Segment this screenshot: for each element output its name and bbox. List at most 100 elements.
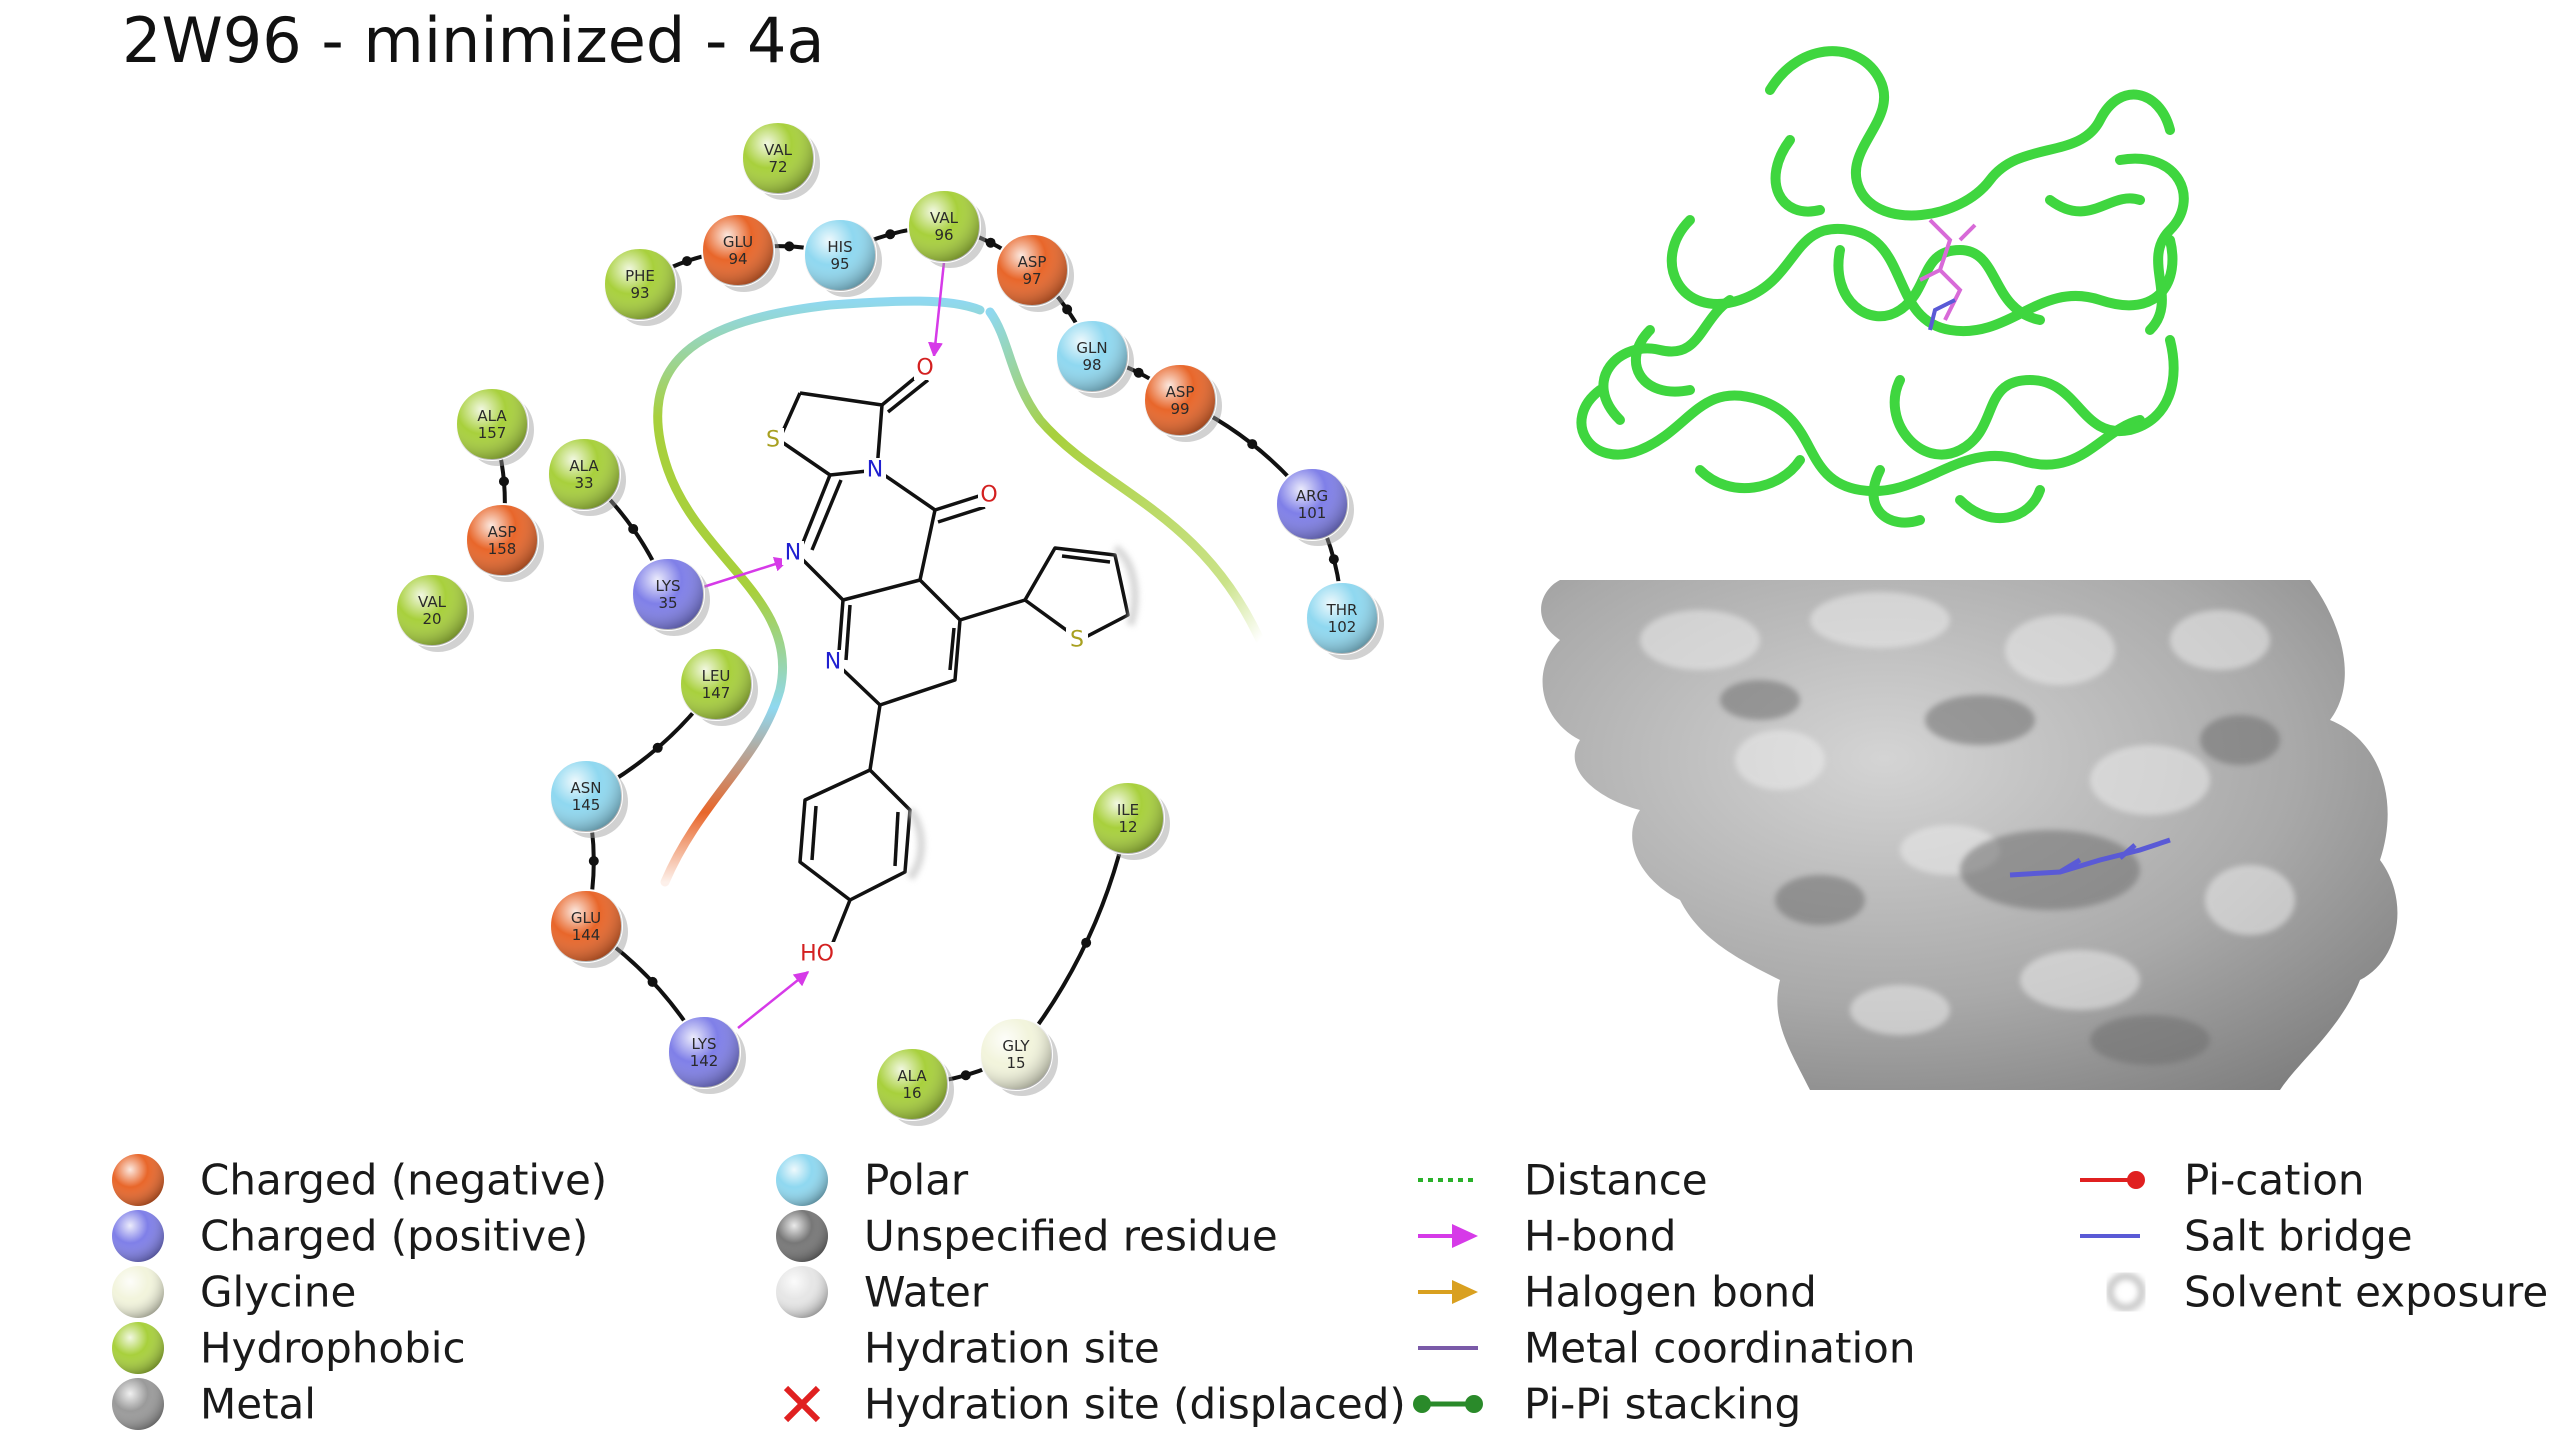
residue-shade	[396, 574, 468, 646]
chain-dot	[588, 856, 599, 866]
residue-shade	[680, 648, 752, 720]
atom-o-top: O	[916, 356, 933, 381]
legend-icon	[776, 1266, 828, 1318]
legend-label: Metal coordination	[1524, 1324, 1915, 1373]
residue-shade	[876, 1048, 948, 1120]
legend-sphere-shade	[112, 1266, 164, 1318]
residue-shade	[1306, 582, 1378, 654]
legend-icon	[1418, 1280, 1478, 1304]
chain-dot	[1133, 367, 1144, 378]
residue-shade	[980, 1018, 1052, 1090]
atom-s-ring: S	[766, 428, 780, 453]
residue-number: 101	[1298, 504, 1327, 522]
residue-name: VAL	[418, 593, 447, 611]
legend-label: Pi-cation	[2184, 1156, 2365, 1205]
hbond-arrows	[699, 261, 946, 1029]
hbond-lys35	[699, 556, 790, 590]
legend-arrow-head	[1452, 1280, 1478, 1304]
legend-sphere-shade	[112, 1210, 164, 1262]
legend-label: Charged (negative)	[200, 1156, 607, 1205]
residue-name: GLN	[1076, 339, 1107, 357]
legend-sphere-shade	[112, 1378, 164, 1430]
residue-shade	[550, 760, 622, 832]
legend-label: Hydrophobic	[200, 1324, 466, 1373]
residue-shade	[466, 504, 538, 576]
residue-number: 95	[830, 255, 849, 273]
protein-ribbon-image	[1576, 46, 2189, 528]
residue-number: 144	[572, 926, 601, 944]
legend-icon	[783, 1385, 821, 1423]
legend-icon	[112, 1322, 164, 1374]
legend-label: H-bond	[1524, 1212, 1676, 1261]
residue-name: GLU	[723, 233, 753, 251]
residue-number: 157	[478, 424, 507, 442]
legend-dumbbell-end	[1465, 1395, 1483, 1413]
legend-dot	[2127, 1171, 2145, 1189]
residue-name: ALA	[897, 1067, 927, 1085]
residue-number: 99	[1170, 400, 1189, 418]
atom-o-right: O	[980, 483, 997, 508]
pocket-outline-left	[653, 296, 985, 887]
chain-dot	[681, 256, 692, 267]
atom-n-ring: N	[867, 458, 883, 483]
legend-label: Charged (positive)	[200, 1212, 588, 1261]
residue-number: 158	[488, 540, 517, 558]
residue-number: 145	[572, 796, 601, 814]
residue-name: GLY	[1002, 1037, 1030, 1055]
chain-dot	[652, 742, 663, 753]
residue-name: ASP	[1018, 253, 1047, 271]
residue-number: 97	[1022, 270, 1041, 288]
atom-hydroxyl: HO	[800, 942, 834, 967]
hbond-lys142	[737, 971, 810, 1029]
residue-number: 15	[1006, 1054, 1025, 1072]
residue-shade	[702, 214, 774, 286]
legend-icon	[2106, 1272, 2146, 1312]
chain-dot	[784, 241, 795, 252]
residue-name: THR	[1326, 601, 1358, 619]
legend-halo	[2106, 1272, 2146, 1312]
chain-dot	[498, 476, 509, 487]
legend-icon	[2080, 1171, 2145, 1189]
page-title: 2W96 - minimized - 4a	[122, 4, 824, 77]
chain-dot	[647, 976, 658, 987]
residue-name: LEU	[702, 667, 731, 685]
residue-number: 33	[574, 474, 593, 492]
residue-shade	[1144, 364, 1216, 436]
residue-name: GLU	[571, 909, 601, 927]
residue-name: LYS	[691, 1035, 716, 1053]
legend-sphere-shade	[776, 1266, 828, 1318]
residue-number: 35	[658, 594, 677, 612]
residue-link	[1014, 817, 1130, 1056]
residue-name: ILE	[1117, 801, 1139, 819]
bound-ligand-image	[1919, 218, 1977, 331]
legend-sphere-shade	[776, 1210, 828, 1262]
residue-shade	[1276, 468, 1348, 540]
residue-number: 102	[1328, 618, 1357, 636]
residue-number: 96	[934, 226, 953, 244]
residue-name: ARG	[1296, 487, 1328, 505]
residue-number: 12	[1118, 818, 1137, 836]
legend-dumbbell-end	[1413, 1395, 1431, 1413]
legend-sphere-shade	[112, 1322, 164, 1374]
legend-sphere-shade	[112, 1154, 164, 1206]
residue-name: VAL	[764, 141, 793, 159]
chain-dot	[1062, 304, 1073, 315]
chain-dot	[1328, 554, 1339, 565]
legend-label: Metal	[200, 1380, 316, 1429]
residue-number: 94	[728, 250, 747, 268]
